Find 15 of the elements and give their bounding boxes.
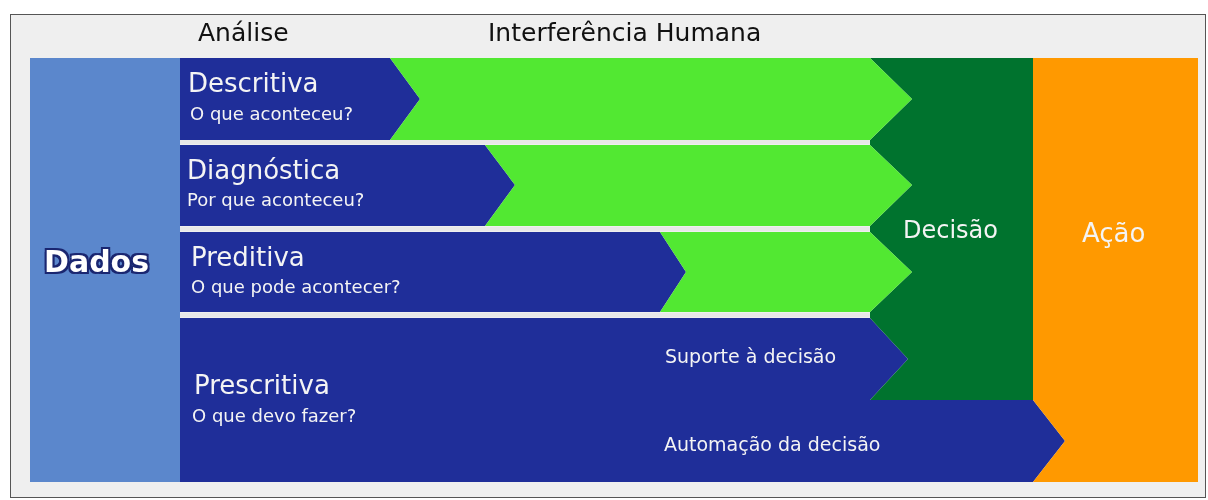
band-subtitle: O que aconteceu? — [190, 103, 353, 124]
node-label: Ação — [1082, 218, 1146, 248]
band-title: Prescritiva — [194, 370, 330, 400]
band-title: Diagnóstica — [187, 155, 341, 185]
node-label: Dados — [44, 244, 150, 279]
node-label: Suporte à decisão — [665, 345, 837, 367]
node-label: Decisão — [903, 216, 998, 244]
header-label: Análise — [198, 18, 289, 47]
band-title: Descritiva — [188, 68, 319, 98]
band-subtitle: Por que aconteceu? — [187, 189, 365, 210]
node-label: Automação da decisão — [664, 433, 881, 455]
band-title: Preditiva — [191, 242, 305, 272]
header-label: Interferência Humana — [488, 18, 762, 47]
band-subtitle: O que pode acontecer? — [191, 276, 401, 297]
band-subtitle: O que devo fazer? — [192, 405, 357, 426]
